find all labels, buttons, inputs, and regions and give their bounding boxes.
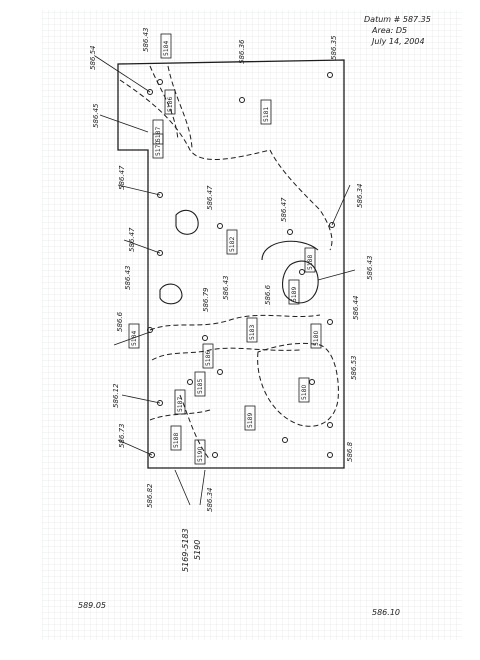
footer-left-value: 589.05 <box>78 601 106 610</box>
elev-label: 586.82 <box>146 483 154 508</box>
feature-label: 5184 <box>131 331 138 346</box>
elev-label: 586.12 <box>112 383 120 408</box>
elev-label: 586.45 <box>92 103 100 128</box>
datum-date: July 14, 2004 <box>370 37 425 46</box>
elev-label: 586.6 <box>116 311 124 332</box>
elev-label: 586.43 <box>366 256 374 281</box>
feature-label: 5180 <box>313 331 320 346</box>
elev-label: 586.79 <box>202 287 210 312</box>
feature-label: 5184 <box>163 41 170 56</box>
elevation-points <box>147 72 335 458</box>
feature-label: 5181 <box>263 107 270 122</box>
leader-lines <box>94 55 356 506</box>
feature-label: 5188 <box>173 433 180 448</box>
feature-label: 5185 <box>197 379 204 394</box>
elev-label: 586.44 <box>352 296 360 321</box>
feature-range-note: 5169-5183 <box>181 528 190 572</box>
bottom-notes: 5169-5183 5190 <box>181 528 202 572</box>
feature-label: 5180 <box>301 385 308 400</box>
feature-boundaries <box>119 65 339 461</box>
elev-label: 586.34 <box>356 184 364 209</box>
feature-label: 5189 <box>291 287 298 302</box>
unit-outline <box>117 59 345 469</box>
feature-label: 5187 <box>177 397 184 412</box>
feature-label: 5182 <box>229 237 236 252</box>
elev-label: 586.43 <box>142 28 150 53</box>
graph-paper-grid <box>42 10 462 640</box>
footer-right-value: 586.10 <box>372 608 400 617</box>
feature-label: 5186 <box>167 97 174 112</box>
elev-label: 586.36 <box>238 39 246 64</box>
elev-label: 586.35 <box>330 35 338 60</box>
feature-labels: 5184 5187 5186 5181 5182 5189 5188 5184 … <box>128 33 322 465</box>
elev-label: 586.47 <box>118 165 126 190</box>
elev-label: 586.34 <box>206 488 214 513</box>
elev-label: 586.73 <box>118 424 126 449</box>
elev-label: 586.47 <box>280 197 288 222</box>
feature-label: 5170 <box>155 141 162 156</box>
elev-label: 586.8 <box>346 441 354 462</box>
elev-label: 586.6 <box>264 284 272 305</box>
elev-label: 586.53 <box>350 356 358 381</box>
datum-number: Datum # 587.35 <box>364 15 431 24</box>
feature-label: 5189 <box>247 413 254 428</box>
feature-label: 5186 <box>205 351 212 366</box>
elev-label: 586.54 <box>89 46 97 71</box>
datum-area: Area: D5 <box>371 26 407 35</box>
elev-label: 586.47 <box>206 185 214 210</box>
datum-note: Datum # 587.35 Area: D5 July 14, 2004 <box>364 15 431 46</box>
feature-label: 5190 <box>197 447 204 462</box>
elevation-labels: 586.43 586.54 586.45 586.36 586.35 586.4… <box>89 28 374 513</box>
elev-label: 586.47 <box>128 227 136 252</box>
feature-label: 5183 <box>249 325 256 340</box>
feature-label: 5188 <box>307 255 314 270</box>
elev-label: 586.43 <box>222 276 230 301</box>
feature-number-note: 5190 <box>193 540 202 560</box>
elev-label: 586.43 <box>124 266 132 291</box>
small-features <box>159 209 319 305</box>
